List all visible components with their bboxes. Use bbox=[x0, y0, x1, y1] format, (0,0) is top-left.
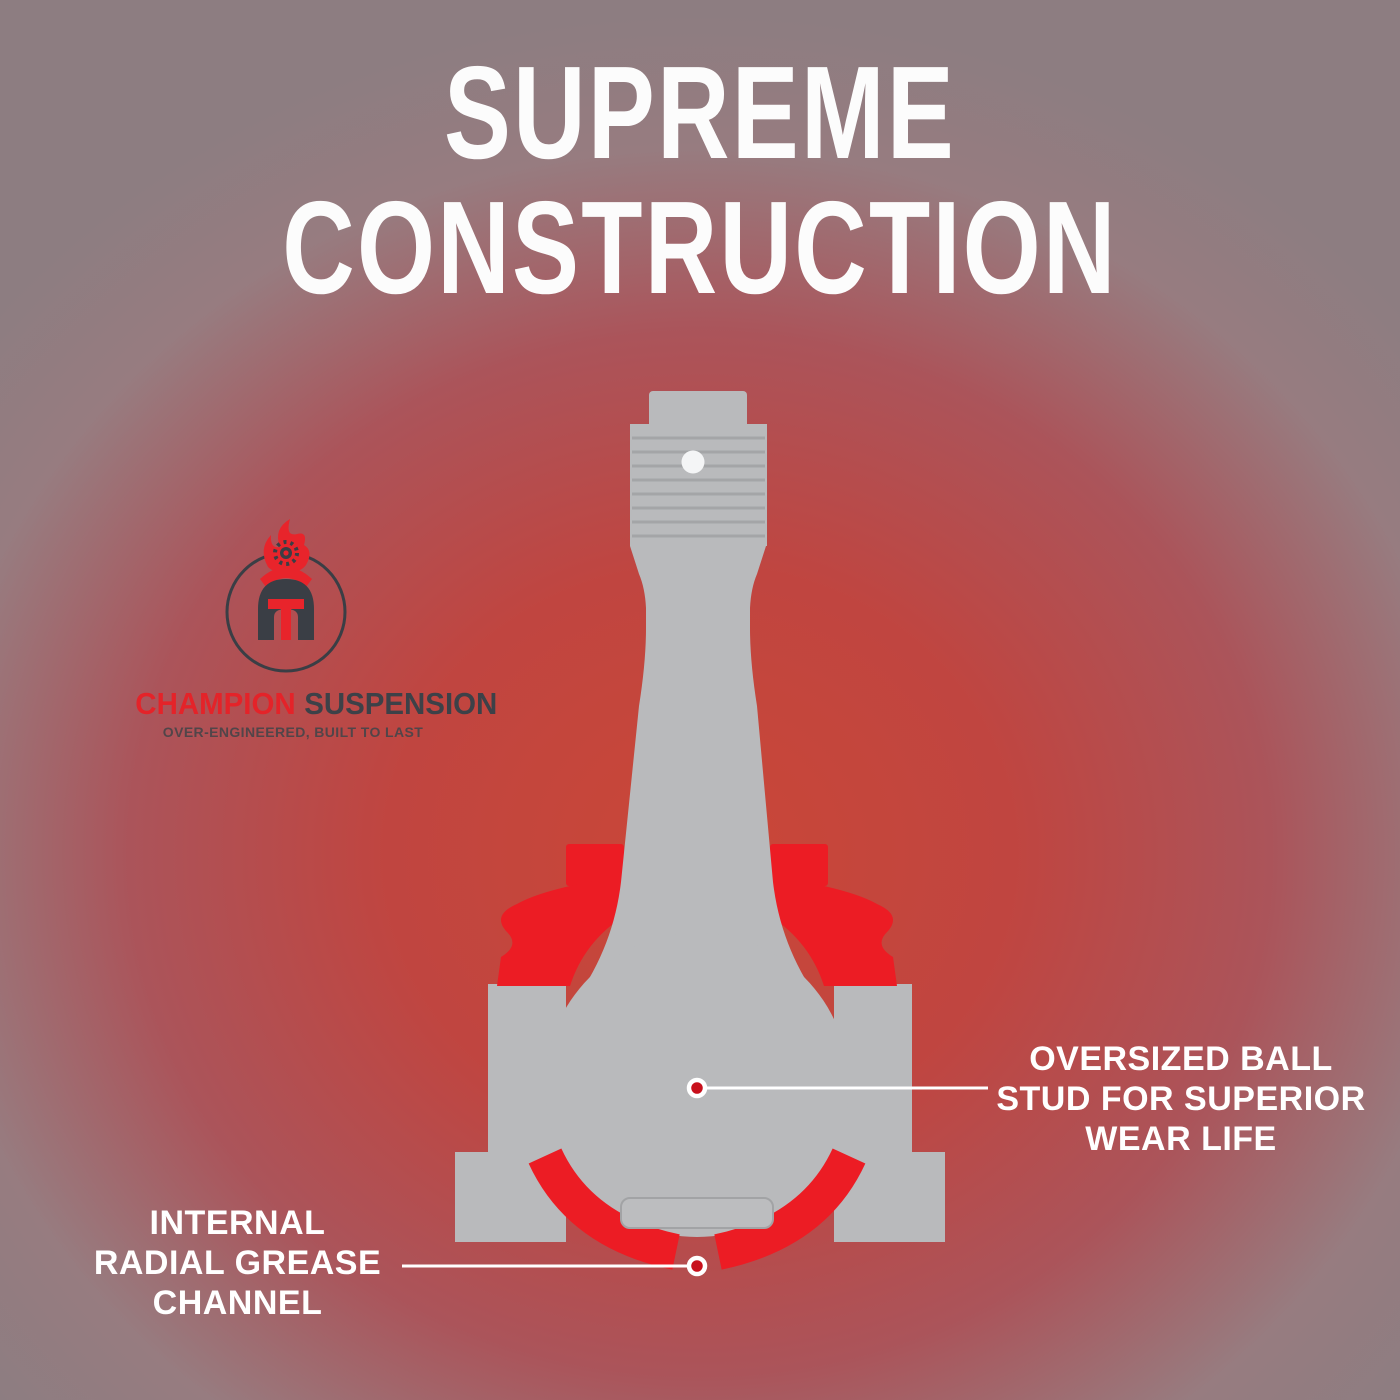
title-line-2: CONSTRUCTION bbox=[282, 173, 1118, 321]
ball-stud bbox=[545, 391, 849, 1237]
callout-ball-stud: OVERSIZED BALL STUD FOR SUPERIOR WEAR LI… bbox=[985, 1040, 1377, 1159]
callout-grease-channel-line-3: CHANNEL bbox=[152, 1283, 323, 1322]
bottom-plate bbox=[620, 1197, 774, 1229]
brand-name-secondary: SUSPENSION bbox=[304, 686, 498, 721]
boot-right bbox=[770, 876, 897, 986]
marker-dot-grease-channel bbox=[686, 1255, 708, 1277]
page-title: SUPREME CONSTRUCTION bbox=[168, 39, 1232, 321]
housing-right bbox=[834, 984, 945, 1242]
spartan-helmet-icon bbox=[258, 579, 314, 640]
boot-left bbox=[497, 876, 624, 986]
callout-ball-stud-line-2: STUD FOR SUPERIOR bbox=[996, 1079, 1366, 1118]
callout-connectors bbox=[402, 1077, 988, 1277]
stud-thread-block bbox=[630, 424, 767, 546]
callout-ball-stud-line-1: OVERSIZED BALL bbox=[1029, 1040, 1333, 1078]
marker-dot-ball-stud bbox=[686, 1077, 708, 1099]
title-line-1: SUPREME bbox=[443, 39, 957, 186]
brand-name-primary: CHAMPION bbox=[135, 686, 296, 721]
boot-seals bbox=[497, 844, 897, 986]
helmet-t-bar-vertical bbox=[281, 599, 291, 640]
boot-clamp-right bbox=[770, 844, 828, 886]
grease-channel bbox=[528, 1148, 866, 1270]
callout-grease-channel: INTERNAL RADIAL GREASE CHANNEL bbox=[55, 1204, 420, 1323]
callout-ball-stud-line-3: WEAR LIFE bbox=[1085, 1119, 1277, 1158]
gear-center bbox=[283, 550, 289, 556]
grease-channel-right-arc bbox=[714, 1148, 866, 1270]
champion-suspension-logo-icon bbox=[225, 519, 347, 673]
grease-channel-left-arc bbox=[528, 1148, 680, 1270]
brand-tagline: OVER-ENGINEERED, BUILT TO LAST bbox=[162, 724, 424, 740]
callout-grease-channel-line-2: RADIAL GREASE bbox=[93, 1243, 382, 1282]
stud-shaft bbox=[571, 546, 823, 1006]
callout-grease-channel-line-1: INTERNAL bbox=[149, 1204, 326, 1242]
cotter-pin-hole bbox=[681, 450, 705, 474]
stud-top-cap bbox=[649, 391, 747, 429]
gear-icon bbox=[273, 540, 299, 566]
boot-clamp-left bbox=[566, 844, 624, 886]
helmet-crest bbox=[260, 567, 312, 587]
